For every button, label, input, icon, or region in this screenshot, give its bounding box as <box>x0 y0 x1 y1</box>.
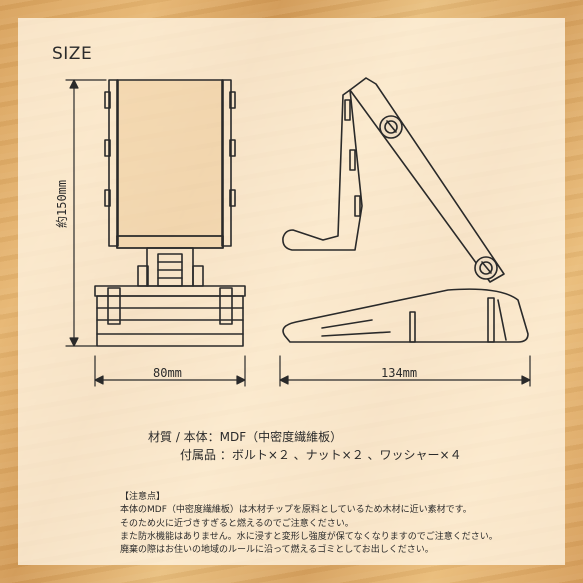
note-line: そのため火に近づきすぎると燃えるのでご注意ください。 <box>120 518 354 529</box>
note-line: 本体のMDF（中密度繊維板）は木材チップを原料としているため木材に近い素材です。 <box>120 505 472 516</box>
height-label: 約150mm <box>55 179 69 228</box>
side-view <box>282 77 529 343</box>
size-title: SIZE <box>52 44 93 64</box>
width-dimension-line <box>94 355 246 387</box>
accessories-spec: 付属品 ：ボルト×２ 、ナット×２ 、ワッシャー×４ <box>180 448 462 462</box>
bolt-bottom <box>474 256 498 280</box>
material-spec: 材質 / 本体：MDF（中密度繊維板） <box>148 430 343 444</box>
note-line: 廃棄の際はお住いの地域のルールに沿って燃えるゴミとしてお出しください。 <box>120 545 434 556</box>
notes-heading: 【注意点】 <box>120 492 166 502</box>
bolt-top <box>379 115 403 139</box>
note-line: また防水機能はありません。水に浸すと変形し強度が保てなくなりますのでご注意くださ… <box>120 531 498 542</box>
depth-dimension-line <box>279 355 531 387</box>
height-dimension-line <box>65 79 107 347</box>
depth-label: 134mm <box>381 366 418 380</box>
front-view <box>94 79 246 347</box>
caution-notes: 【注意点】 本体のMDF（中密度繊維板）は木材チップを原料としているため木材に近… <box>120 491 498 557</box>
width-label: 80mm <box>153 366 182 380</box>
